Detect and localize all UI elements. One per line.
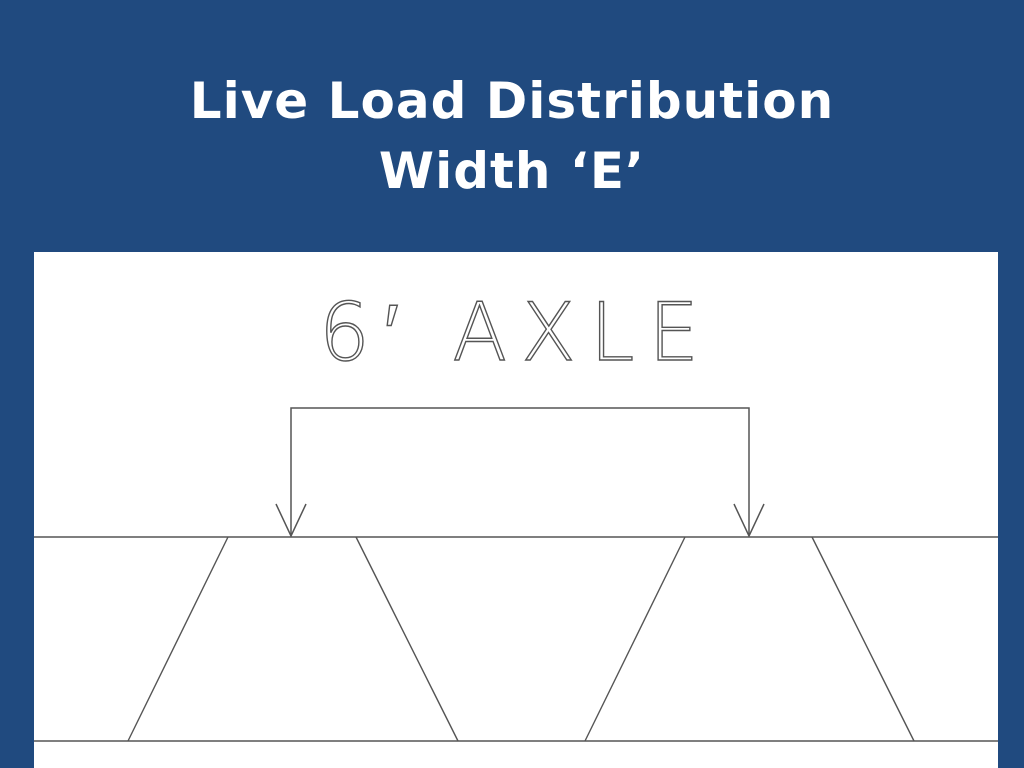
- title-line-2: Width ‘E’: [378, 142, 646, 200]
- diagram-panel: 6′ AXLE: [34, 252, 998, 768]
- axle-label: 6′ AXLE: [319, 286, 713, 379]
- title-line-1: Live Load Distribution: [189, 72, 835, 130]
- slide-title: Live Load Distribution Width ‘E’: [0, 66, 1024, 206]
- load-distribution-diagram: 6′ AXLE: [34, 285, 998, 742]
- right-distribution-trapezoid: [584, 536, 915, 742]
- right-wheel-arrow-icon: [733, 503, 765, 538]
- axle-bracket-line: [290, 407, 750, 534]
- left-wheel-arrow-icon: [275, 503, 307, 538]
- axle-bracket: [290, 407, 750, 534]
- left-distribution-trapezoid: [127, 536, 459, 742]
